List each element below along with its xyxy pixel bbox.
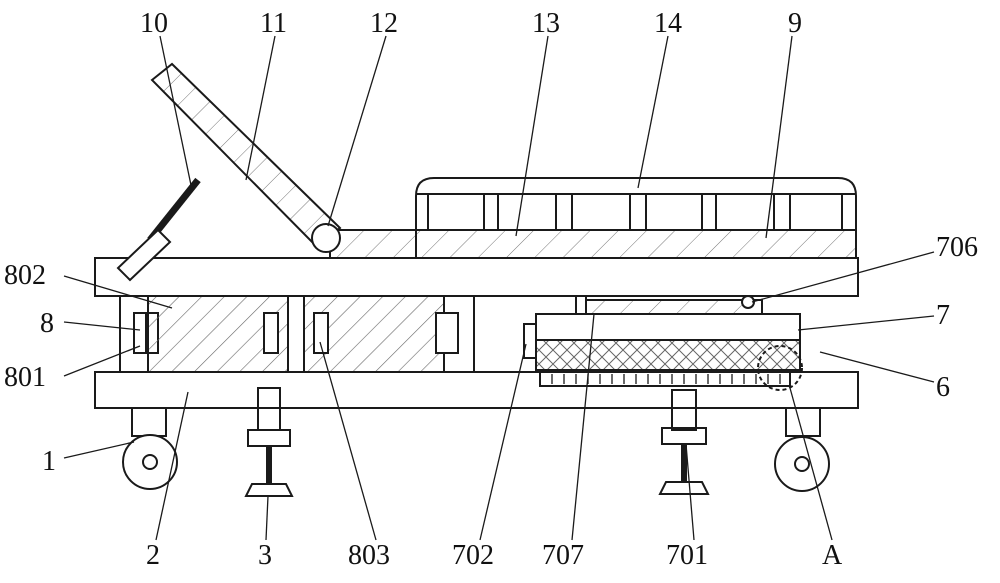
cylinder bbox=[116, 228, 172, 282]
label-11: 11 bbox=[260, 8, 287, 39]
label-13: 13 bbox=[532, 8, 560, 39]
motor-702 bbox=[523, 323, 537, 359]
label-702: 702 bbox=[452, 540, 494, 571]
label-802: 802 bbox=[4, 260, 46, 291]
label-7: 7 bbox=[936, 300, 950, 331]
label-801: 801 bbox=[4, 362, 46, 393]
label-707: 707 bbox=[542, 540, 584, 571]
caster-right bbox=[774, 407, 830, 492]
label-9: 9 bbox=[788, 8, 802, 39]
leveling-foot-right bbox=[658, 389, 710, 495]
backrest bbox=[150, 62, 342, 250]
screw-mount-left bbox=[575, 295, 587, 315]
pivot-12 bbox=[311, 223, 341, 253]
label-12: 12 bbox=[370, 8, 398, 39]
caster-left bbox=[122, 407, 178, 490]
leveling-foot-left bbox=[244, 387, 294, 497]
leader-lines bbox=[63, 35, 935, 541]
mesh-plate bbox=[535, 339, 801, 371]
detail-circle-A bbox=[757, 345, 803, 391]
label-6: 6 bbox=[936, 372, 950, 403]
rack-701 bbox=[539, 371, 791, 387]
compartment-divider bbox=[287, 295, 305, 373]
label-A: A bbox=[822, 540, 843, 571]
screw-707 bbox=[585, 299, 763, 315]
label-2: 2 bbox=[146, 540, 160, 571]
rail-posts bbox=[427, 193, 843, 231]
latch-3 bbox=[435, 312, 459, 354]
label-3: 3 bbox=[258, 540, 272, 571]
label-1: 1 bbox=[42, 446, 56, 477]
latch-1 bbox=[263, 312, 279, 354]
label-10: 10 bbox=[140, 8, 168, 39]
rail-mid bbox=[329, 229, 417, 259]
label-706: 706 bbox=[936, 232, 978, 263]
label-701: 701 bbox=[666, 540, 708, 571]
guard-rail bbox=[415, 177, 857, 258]
label-14: 14 bbox=[654, 8, 682, 39]
top-board bbox=[94, 257, 859, 297]
label-8: 8 bbox=[40, 308, 54, 339]
rail-base bbox=[415, 229, 857, 259]
label-803: 803 bbox=[348, 540, 390, 571]
upper-slide bbox=[535, 313, 801, 341]
latch-2 bbox=[313, 312, 329, 354]
